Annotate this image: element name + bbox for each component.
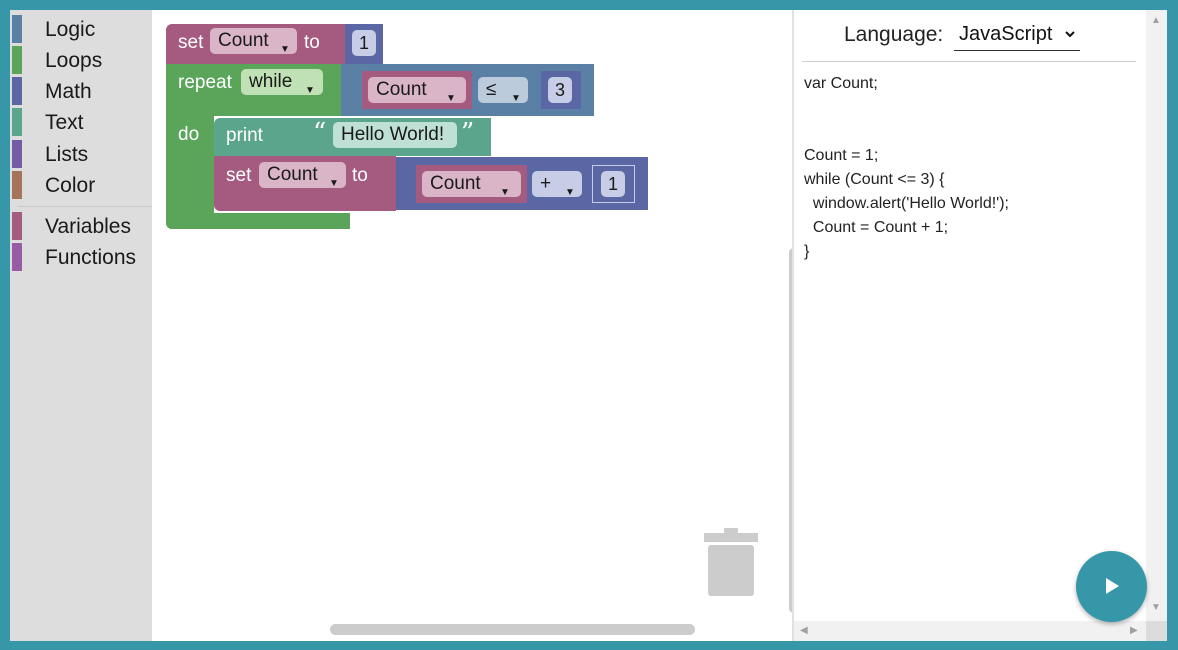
toolbox-category-loops[interactable]: Loops: [10, 46, 152, 74]
chevron-down-icon: [1065, 31, 1075, 38]
code-vertical-scrollbar[interactable]: ▲ ▼: [1146, 10, 1167, 621]
dropdown-arrow-icon: ▼: [280, 44, 290, 55]
variable-name: Count: [376, 79, 427, 100]
text-color-swatch: [12, 108, 22, 136]
loop-mode: while: [249, 71, 293, 92]
variable-name: Count: [267, 164, 318, 185]
scroll-down-icon[interactable]: ▼: [1151, 602, 1161, 613]
category-label: Text: [45, 111, 84, 134]
set-keyword: set: [178, 32, 204, 53]
operator: +: [540, 173, 552, 194]
blockly-workspace[interactable]: set Count▼ to 1 repeat while▼ do Count▼ …: [152, 10, 792, 641]
print-keyword: print: [226, 125, 263, 146]
scroll-left-icon[interactable]: ◀: [800, 625, 808, 636]
dropdown-arrow-icon: ▼: [500, 187, 510, 198]
dropdown-arrow-icon: ▼: [329, 178, 339, 189]
workspace-horizontal-scrollbar[interactable]: [330, 624, 695, 635]
language-value: JavaScript: [959, 23, 1053, 45]
number-field[interactable]: 1: [352, 30, 376, 56]
dropdown-arrow-icon: ▼: [305, 85, 315, 96]
repeat-keyword: repeat: [178, 72, 232, 93]
set-keyword: set: [226, 165, 252, 186]
dropdown-arrow-icon: ▼: [511, 93, 521, 104]
open-quote-icon: “: [313, 118, 327, 148]
repeat-while-block-arm: [166, 116, 214, 229]
dropdown-arrow-icon: ▼: [446, 93, 456, 104]
scroll-right-icon[interactable]: ▶: [1130, 625, 1138, 636]
variable-dropdown[interactable]: Count ▼: [210, 28, 297, 55]
loops-color-swatch: [12, 46, 22, 74]
toolbox-category-logic[interactable]: Logic: [10, 15, 152, 43]
operator-dropdown[interactable]: ≤▼: [478, 77, 528, 104]
close-quote-icon: ”: [461, 118, 475, 148]
toolbox: Logic Loops Math Text Lists Color Variab…: [10, 10, 152, 641]
category-label: Color: [45, 174, 96, 197]
text-value: Hello World!: [341, 124, 445, 145]
to-keyword: to: [352, 165, 368, 186]
repeat-while-block-bottom: [166, 213, 350, 229]
category-label: Lists: [45, 143, 89, 166]
toolbox-category-text[interactable]: Text: [10, 108, 152, 136]
print-block[interactable]: [214, 118, 292, 156]
category-label: Math: [45, 80, 92, 103]
text-field[interactable]: Hello World!: [333, 122, 457, 148]
variable-name: Count: [218, 30, 269, 51]
language-select[interactable]: JavaScript: [954, 20, 1080, 51]
trashcan-icon[interactable]: [704, 527, 758, 597]
dropdown-arrow-icon: ▼: [565, 187, 575, 198]
language-label: Language:: [844, 23, 944, 46]
code-panel: Language: JavaScript var Count; Count = …: [794, 10, 1146, 621]
math-color-swatch: [12, 77, 22, 105]
toolbox-category-functions[interactable]: Functions: [10, 243, 152, 271]
color-color-swatch: [12, 171, 22, 199]
operator: ≤: [486, 79, 497, 100]
category-label: Variables: [45, 215, 131, 238]
generated-code: var Count; Count = 1; while (Count <= 3)…: [804, 75, 1009, 260]
to-keyword: to: [304, 32, 320, 53]
toolbox-separator: [18, 206, 152, 207]
do-keyword: do: [178, 124, 200, 145]
operator-dropdown[interactable]: +▼: [532, 171, 582, 198]
scrollbar-corner: [1146, 621, 1167, 641]
number-field[interactable]: 3: [548, 77, 572, 103]
toolbox-category-math[interactable]: Math: [10, 77, 152, 105]
scroll-up-icon[interactable]: ▲: [1151, 15, 1161, 26]
language-divider: [802, 61, 1136, 62]
logic-color-swatch: [12, 15, 22, 43]
app-frame: Logic Loops Math Text Lists Color Variab…: [10, 10, 1167, 641]
category-label: Logic: [45, 18, 96, 41]
loop-mode-dropdown[interactable]: while ▼: [241, 69, 323, 96]
play-icon: [1106, 578, 1119, 594]
variable-dropdown[interactable]: Count ▼: [368, 77, 466, 104]
toolbox-category-variables[interactable]: Variables: [10, 212, 152, 240]
variable-dropdown[interactable]: Count ▼: [422, 171, 521, 198]
functions-color-swatch: [12, 243, 22, 271]
panel-divider: [792, 10, 794, 641]
number-field[interactable]: 1: [601, 171, 625, 197]
variable-name: Count: [430, 173, 481, 194]
category-label: Functions: [45, 246, 137, 269]
toolbox-category-lists[interactable]: Lists: [10, 140, 152, 168]
code-horizontal-scrollbar[interactable]: ◀ ▶: [794, 621, 1146, 641]
variable-dropdown[interactable]: Count ▼: [259, 162, 346, 189]
lists-color-swatch: [12, 140, 22, 168]
category-label: Loops: [45, 49, 103, 72]
toolbox-category-color[interactable]: Color: [10, 171, 152, 199]
variables-color-swatch: [12, 212, 22, 240]
run-button[interactable]: [1076, 551, 1147, 622]
